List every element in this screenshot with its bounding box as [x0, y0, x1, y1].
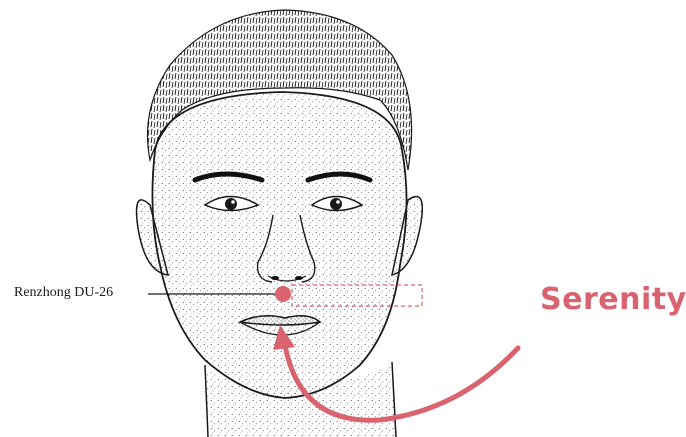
acupoint-marker-icon — [275, 286, 291, 302]
brand-text: Serenity — [540, 282, 686, 317]
face-outline — [152, 92, 406, 398]
acupoint-label: Renzhong DU-26 — [14, 285, 113, 301]
